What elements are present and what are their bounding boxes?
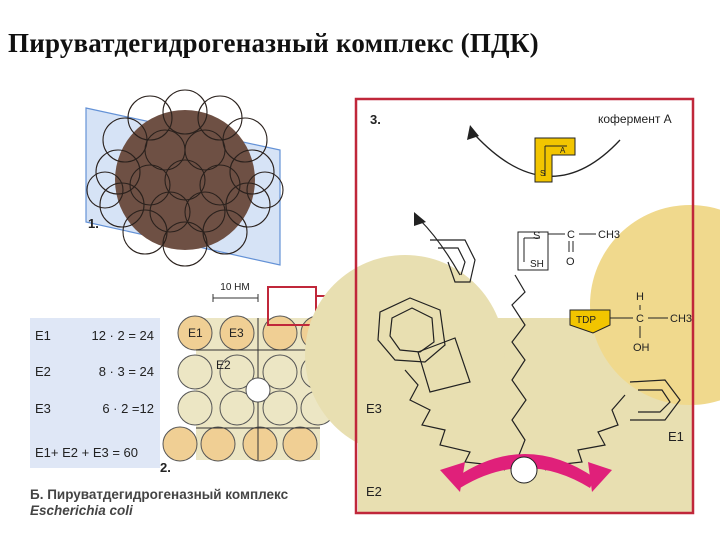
- page-title: Пируватдегидрогеназный комплекс (ПДК): [8, 28, 539, 58]
- svg-text:C: C: [567, 229, 575, 241]
- stoichiometry-table: E1 12 · 2 = 24 E2 8 · 3 = 24 E3 6 · 2 =1…: [30, 318, 160, 468]
- panel3-mechanism: 3. кофермент А A S S SH C CH3: [305, 97, 720, 515]
- svg-text:A: A: [560, 146, 566, 155]
- figure-caption-title: Б. Пируватдегидрогеназный комплекс: [30, 487, 289, 502]
- zoom-highlight-box: [267, 286, 317, 326]
- tdp-cofactor: TDP C CH3 H OH: [569, 291, 692, 354]
- panel3-e1-label: E1: [668, 429, 684, 444]
- svg-text:TDP: TDP: [576, 315, 596, 326]
- coenzyme-a-shape: A S: [534, 137, 576, 183]
- svg-text:OH: OH: [633, 342, 650, 354]
- panel3-number: 3.: [370, 112, 381, 127]
- panel2-number: 2.: [160, 460, 171, 475]
- svg-text:S: S: [533, 230, 540, 242]
- scale-bar-label: 10 НМ: [220, 282, 249, 293]
- svg-text:C: C: [636, 313, 644, 325]
- packing-label-e3: E3: [229, 326, 244, 340]
- svg-text:H: H: [636, 291, 644, 303]
- panel2-packing-diagram: 10 НМ E1 E3 E2 2.: [160, 282, 356, 475]
- e1-lipoyl-shape: [629, 379, 681, 421]
- figure-caption-organism: Escherichia coli: [30, 503, 133, 518]
- packing-label-e1: E1: [188, 326, 203, 340]
- acetyl-thioester: S SH C CH3 O: [517, 229, 620, 271]
- svg-text:S: S: [540, 169, 545, 178]
- panel3-e3-label: E3: [366, 401, 382, 416]
- panel1-sphere-model: 1.: [85, 89, 284, 267]
- svg-text:CH3: CH3: [598, 229, 620, 241]
- packing-label-e2: E2: [216, 358, 231, 372]
- rotation-arrow: [440, 454, 612, 492]
- e3-lipoamide-shape: [377, 297, 471, 393]
- svg-text:O: O: [566, 256, 575, 268]
- coenzyme-a-label: кофермент А: [598, 112, 672, 126]
- panel3-e2-label: E2: [366, 484, 382, 499]
- svg-text:SH: SH: [530, 259, 544, 270]
- svg-text:CH3: CH3: [670, 313, 692, 325]
- lipoyl-domain-shape: [430, 239, 476, 283]
- panel1-number: 1.: [88, 216, 99, 231]
